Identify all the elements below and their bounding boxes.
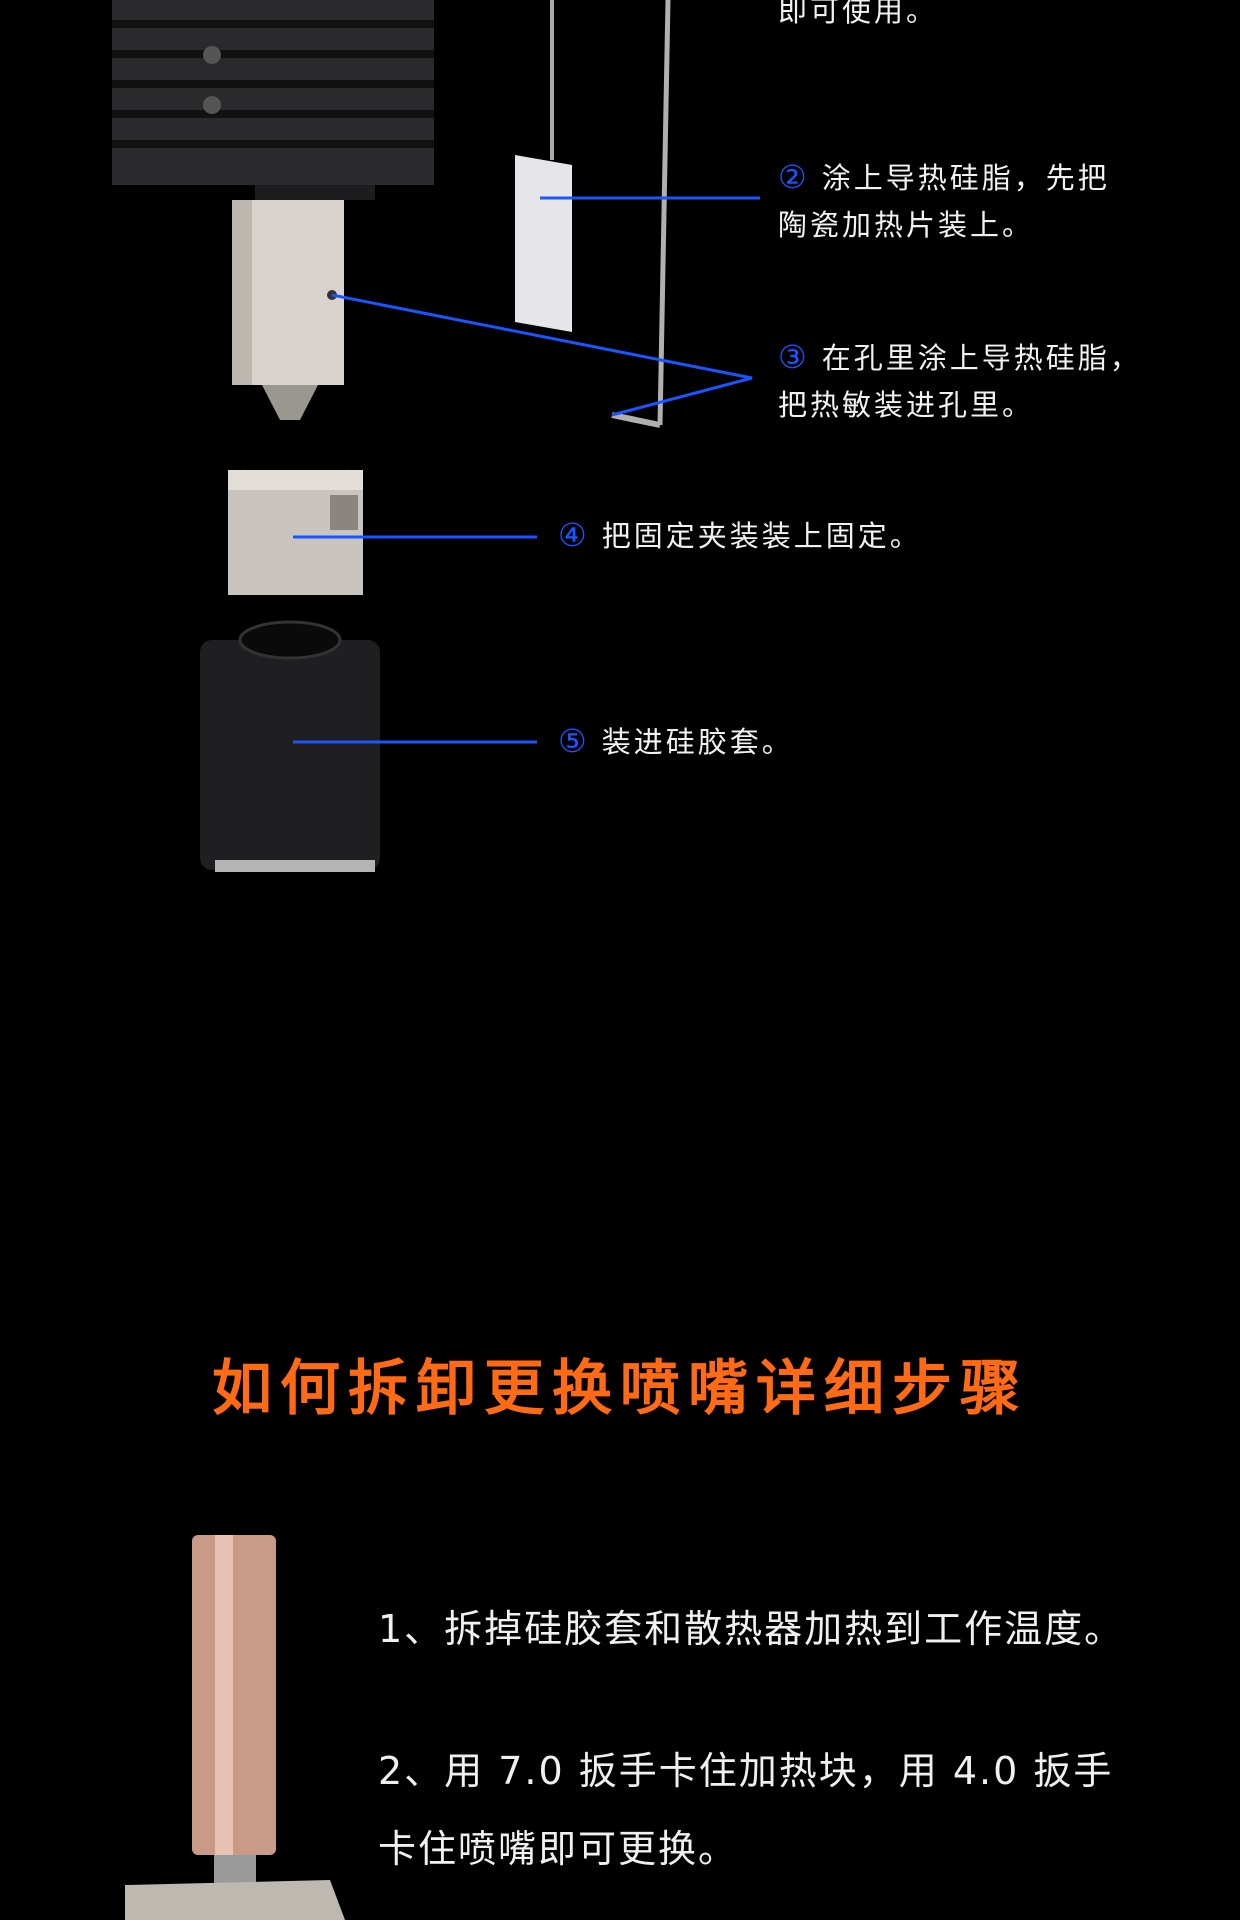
nozzle-step-1: 1、拆掉硅胶套和散热器加热到工作温度。	[378, 1607, 1125, 1651]
install-step-5: ⑤ 装进硅胶套。	[558, 718, 794, 766]
section-title: 如何拆卸更换喷嘴详细步骤	[212, 1354, 1028, 1424]
silicone-sock-image	[200, 620, 380, 872]
step-number-2: ②	[778, 158, 810, 196]
step-number-4: ④	[558, 516, 590, 554]
heatsink-image	[112, 0, 434, 200]
heatbreak-image	[125, 1535, 345, 1920]
step-text: 卡住喷嘴即可更换。	[378, 1827, 739, 1871]
step-text: 把固定夹装装上固定。	[601, 519, 922, 553]
step1-tail: 即可使用。	[778, 0, 939, 28]
step-number-5: ⑤	[558, 722, 590, 760]
step-number-3: ③	[778, 338, 810, 376]
clip-image	[228, 470, 363, 595]
install-step-2: ② 涂上导热硅脂，先把 陶瓷加热片装上。	[778, 154, 1110, 249]
leader-lines	[293, 196, 760, 744]
step-text: 在孔里涂上导热硅脂，	[821, 341, 1142, 375]
nozzle-step-2: 2、用 7.0 扳手卡住加热块，用 4.0 扳手 卡住喷嘴即可更换。	[378, 1732, 1113, 1888]
step-text: 装进硅胶套。	[601, 725, 794, 759]
step-text: 陶瓷加热片装上。	[778, 208, 1035, 242]
install-step-4: ④ 把固定夹装装上固定。	[558, 512, 922, 560]
step-text: 2、用 7.0 扳手卡住加热块，用 4.0 扳手	[378, 1749, 1114, 1793]
heater-block-image	[232, 200, 344, 420]
install-step-3: ③ 在孔里涂上导热硅脂， 把热敏装进孔里。	[778, 334, 1142, 429]
step-text: 把热敏装进孔里。	[778, 388, 1035, 422]
step-text: 涂上导热硅脂，先把	[821, 161, 1110, 195]
thermistor-image	[515, 0, 671, 428]
